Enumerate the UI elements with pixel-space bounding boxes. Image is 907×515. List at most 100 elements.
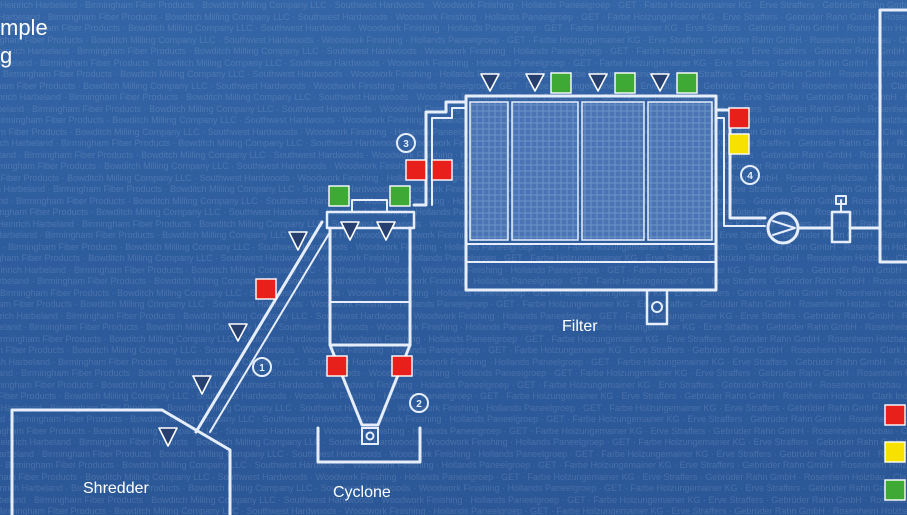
background-text-row: Heinrich Harbeland · Birmingham Fiber Pr… xyxy=(0,57,907,68)
square-sensor-icon xyxy=(405,159,427,181)
step-number-circle-1 xyxy=(252,357,272,377)
background-text-row: Heinrich Harbeland · Birmingham Fiber Pr… xyxy=(0,322,907,332)
cyclone-filter-duct xyxy=(412,100,468,207)
background-text-row: Heinrich Harbeland · Birmingham Fiber Pr… xyxy=(0,253,907,263)
cyclone-outlet-valve-icon xyxy=(361,427,379,445)
legend-swatch-red xyxy=(884,404,906,426)
shredder-label: Shredder xyxy=(83,480,149,497)
background-text-row: Heinrich Harbeland · Birmingham Fiber Pr… xyxy=(0,161,907,171)
background-text-row: Heinrich Harbeland · Birmingham Fiber Pr… xyxy=(0,207,907,217)
square-sensor-icon xyxy=(728,133,750,155)
step-number-circle-2 xyxy=(409,393,429,413)
square-sensor-icon xyxy=(431,159,453,181)
background-text-row: Heinrich Harbeland · Birmingham Fiber Pr… xyxy=(0,115,907,125)
square-sensor-icon xyxy=(389,185,411,207)
triangle-marker-icon xyxy=(588,73,608,92)
background-text-row: Heinrich Harbeland · Birmingham Fiber Pr… xyxy=(0,172,907,183)
background-text-row: Heinrich Harbeland · Birmingham Fiber Pr… xyxy=(0,0,907,10)
cyclone-cylinder xyxy=(328,226,412,347)
triangle-marker-icon xyxy=(376,221,396,241)
filter-exhaust-duct xyxy=(714,108,767,220)
background-text-row: Heinrich Harbeland · Birmingham Fiber Pr… xyxy=(0,345,907,355)
background-text-row: Heinrich Harbeland · Birmingham Fiber Pr… xyxy=(0,402,907,413)
square-sensor-icon xyxy=(676,72,698,94)
filter-cartridge xyxy=(647,101,713,241)
background-text-row: Heinrich Harbeland · Birmingham Fiber Pr… xyxy=(0,92,907,102)
background-text-row: Heinrich Harbeland · Birmingham Fiber Pr… xyxy=(0,379,907,390)
background-text-row: Heinrich Harbeland · Birmingham Fiber Pr… xyxy=(0,506,907,515)
background-text-row: Heinrich Harbeland · Birmingham Fiber Pr… xyxy=(0,11,907,22)
filter-label: Filter xyxy=(562,318,598,335)
rotary-valve-icon xyxy=(645,288,669,326)
filter-cartridges xyxy=(469,101,713,241)
background-text-row: Heinrich Harbeland · Birmingham Fiber Pr… xyxy=(0,437,907,447)
triangle-marker-icon xyxy=(158,427,178,447)
filter-cartridge xyxy=(581,101,645,241)
background-text-row: Heinrich Harbeland · Birmingham Fiber Pr… xyxy=(0,126,907,137)
background-text-row: Heinrich Harbeland · Birmingham Fiber Pr… xyxy=(0,184,907,194)
valve-icon xyxy=(830,195,852,244)
title-line-1: mple xyxy=(0,15,48,40)
square-sensor-icon xyxy=(326,355,348,377)
background-text-row: Heinrich Harbeland · Birmingham Fiber Pr… xyxy=(0,460,907,470)
triangle-marker-icon xyxy=(288,231,308,251)
conveyor-duct-line xyxy=(194,220,324,434)
background-text-row: Heinrich Harbeland · Birmingham Fiber Pr… xyxy=(0,483,907,493)
filter-housing xyxy=(464,94,718,292)
square-sensor-icon xyxy=(255,278,277,300)
background-text-row: Heinrich Harbeland · Birmingham Fiber Pr… xyxy=(0,494,907,505)
step-number-circle-4 xyxy=(740,165,760,185)
background-text-row: Heinrich Harbeland · Birmingham Fiber Pr… xyxy=(0,218,907,229)
legend-swatch-yellow xyxy=(884,441,906,463)
background-text-row: Heinrich Harbeland · Birmingham Fiber Pr… xyxy=(0,69,907,79)
diagram-title: mple g xyxy=(0,14,48,70)
step-number-circle-3 xyxy=(396,133,416,153)
square-sensor-icon xyxy=(550,72,572,94)
triangle-marker-icon xyxy=(525,73,545,92)
background-text-row: Heinrich Harbeland · Birmingham Fiber Pr… xyxy=(0,149,907,160)
background-text-row: Heinrich Harbeland · Birmingham Fiber Pr… xyxy=(0,138,907,148)
background-text-row: Heinrich Harbeland · Birmingham Fiber Pr… xyxy=(0,241,907,252)
background-text-row: Heinrich Harbeland · Birmingham Fiber Pr… xyxy=(0,368,907,378)
background-text-row: Heinrich Harbeland · Birmingham Fiber Pr… xyxy=(0,80,907,91)
triangle-marker-icon xyxy=(340,221,360,241)
title-line-2: g xyxy=(0,43,13,68)
step-number-4: 4 xyxy=(747,171,753,182)
filter-cartridge xyxy=(469,101,509,241)
background-text-row: Heinrich Harbeland · Birmingham Fiber Pr… xyxy=(0,448,907,459)
square-sensor-icon xyxy=(328,185,350,207)
legend xyxy=(884,404,906,501)
cyclone-label: Cyclone xyxy=(333,484,391,501)
triangle-marker-icon xyxy=(480,73,500,92)
background-text-row: Heinrich Harbeland · Birmingham Fiber Pr… xyxy=(0,414,907,424)
legend-swatch-green xyxy=(884,479,906,501)
triangle-marker-icon xyxy=(650,73,670,92)
background-text-row: Heinrich Harbeland · Birmingham Fiber Pr… xyxy=(0,287,907,298)
background-text-row: Heinrich Harbeland · Birmingham Fiber Pr… xyxy=(0,276,907,286)
step-number-3: 3 xyxy=(403,139,409,150)
exhaust-cabinet xyxy=(878,8,907,264)
square-sensor-icon xyxy=(614,72,636,94)
square-sensor-icon xyxy=(728,107,750,129)
background-text-row: Heinrich Harbeland · Birmingham Fiber Pr… xyxy=(0,34,907,45)
background-text-row: Heinrich Harbeland · Birmingham Fiber Pr… xyxy=(0,310,907,321)
background-text-row: Heinrich Harbeland · Birmingham Fiber Pr… xyxy=(0,356,907,367)
cyclone-top-box xyxy=(325,210,416,230)
background-text-row: Heinrich Harbeland · Birmingham Fiber Pr… xyxy=(0,333,907,344)
background-text-row: Heinrich Harbeland · Birmingham Fiber Pr… xyxy=(0,195,907,206)
background-text-row: Heinrich Harbeland · Birmingham Fiber Pr… xyxy=(0,23,907,33)
background-text-row: Heinrich Harbeland · Birmingham Fiber Pr… xyxy=(0,264,907,275)
background-text-row: Heinrich Harbeland · Birmingham Fiber Pr… xyxy=(0,425,907,436)
filter-cartridge xyxy=(511,101,579,241)
background-text-row: Heinrich Harbeland · Birmingham Fiber Pr… xyxy=(0,391,907,401)
step-number-2: 2 xyxy=(416,399,422,410)
cyclone-bin xyxy=(316,426,422,464)
square-sensor-icon xyxy=(391,355,413,377)
triangle-marker-icon xyxy=(192,375,212,395)
background-text-row: Heinrich Harbeland · Birmingham Fiber Pr… xyxy=(0,299,907,309)
step-number-1: 1 xyxy=(259,363,265,374)
cyclone-cap xyxy=(351,199,388,213)
